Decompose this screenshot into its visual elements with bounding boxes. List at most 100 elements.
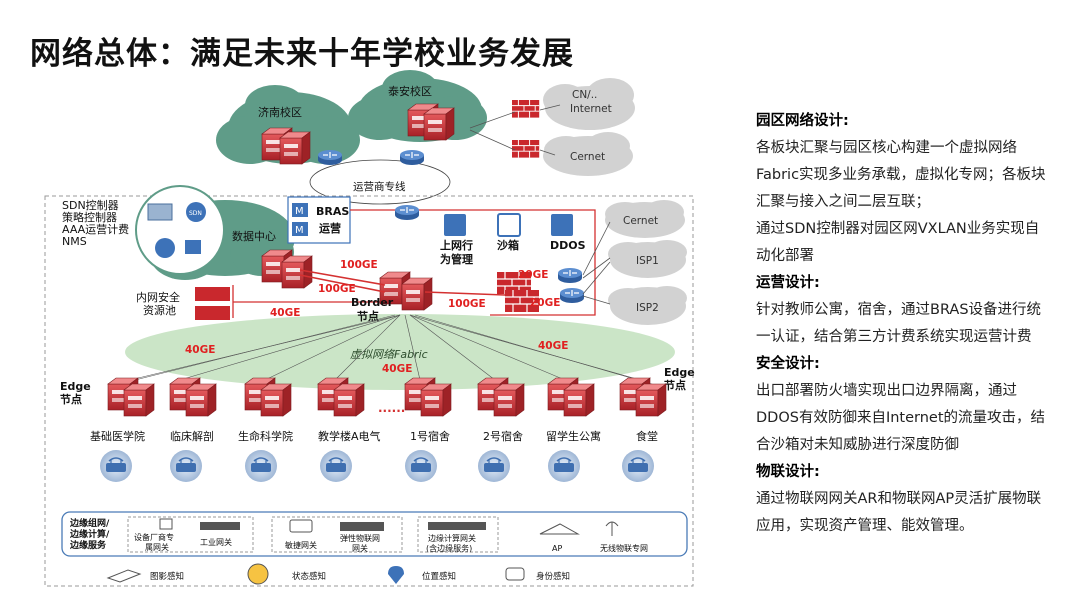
campus-line: 各板块汇聚与园区核心构建一个虚拟网络 — [756, 140, 1017, 156]
carrier-line-ring — [309, 159, 451, 205]
sdn-icon — [186, 202, 206, 222]
flex-gw-label-1: 弹性物联网 — [340, 533, 380, 543]
building-label-6: 2号宿舍 — [483, 429, 523, 443]
security-pool-icon — [195, 287, 230, 301]
cloud-isp2 — [608, 286, 687, 325]
link-label-3: 100GE — [448, 298, 486, 310]
border-label-2: 节点 — [357, 309, 379, 323]
agile-gw-icon — [289, 519, 313, 533]
core-router-icon — [394, 204, 420, 221]
vendor-gw-icon — [159, 518, 173, 530]
building-label-1: 基础医学院 — [90, 429, 145, 443]
location-sensing-icon — [388, 566, 404, 584]
firewall-top-icon — [511, 99, 540, 119]
ops-line: 针对教师公寓，宿舍，通过BRAS设备进行统 — [756, 302, 1042, 318]
isp-router-icon-2 — [559, 287, 585, 304]
svg-text:SDN: SDN — [189, 210, 202, 217]
cernet-top-label: Cernet — [570, 151, 605, 163]
behavior-label-2: 为管理 — [440, 252, 473, 266]
ddos-icon — [551, 214, 573, 236]
dc-mgmt-line-1: SDN控制器 — [62, 198, 119, 212]
campus-line: 通过SDN控制器对园区网VXLAN业务实现自 — [756, 221, 1040, 237]
edge-side-label-1: 边缘组网/ — [69, 517, 110, 529]
edge-right-label-1: Edge — [664, 366, 695, 379]
image-sensing-icon — [106, 569, 142, 583]
edge-gw-label-2: (含边缘服务) — [426, 543, 472, 553]
carrier-line-label: 运营商专线 — [353, 180, 406, 193]
cloud-cernet-top — [543, 132, 633, 176]
edge-ellipsis: ...... — [378, 401, 405, 415]
isp1-label: ISP1 — [636, 255, 659, 267]
link-label-6: 40GE — [270, 307, 300, 319]
ddos-label: DDOS — [550, 239, 586, 252]
sandbox-icon — [497, 213, 521, 237]
behavior-mgmt-icon — [444, 214, 466, 236]
sensing-label-1: 图影感知 — [150, 571, 184, 582]
bras-label: BRAS — [316, 205, 349, 218]
campus-boundary — [44, 195, 694, 587]
building-label-2: 临床解剖 — [170, 429, 214, 443]
behavior-label-1: 上网行 — [440, 238, 473, 252]
data-center-label: 数据中心 — [232, 229, 276, 243]
taian-switch-icon-2 — [423, 107, 455, 141]
server-icon — [147, 203, 173, 221]
flex-gw-icon — [340, 522, 384, 531]
campus-line: 汇聚与接入之间二层互联； — [756, 194, 930, 210]
bras-ops-label: 运营 — [319, 221, 341, 235]
cn-internet-label-1: CN/.. — [572, 89, 597, 101]
vendor-gw-label-2: 属网关 — [145, 542, 169, 552]
design-panel: 园区网络设计: 各板块汇聚与园区核心构建一个虚拟网络 Fabric实现多业务承载… — [756, 108, 1076, 540]
carrier-router-icon-2 — [399, 149, 425, 166]
jinan-switch-icon-2 — [279, 131, 311, 165]
building-label-3: 生命科学院 — [238, 429, 293, 443]
link-label-8: 40GE — [382, 363, 412, 375]
border-label-1: Border — [351, 296, 394, 309]
security-pool-icon-2 — [195, 306, 230, 320]
agile-gw-label: 敏捷网关 — [285, 540, 317, 550]
edge-left-label-2: 节点 — [60, 392, 82, 406]
sensing-label-3: 位置感知 — [422, 571, 456, 582]
dc-mgmt-line-4: NMS — [62, 235, 87, 248]
security-design-heading: 安全设计: — [756, 356, 820, 372]
campus-jinan-label: 济南校区 — [258, 105, 302, 119]
network-diagram: 济南校区 泰安校区 CN/.. Internet Cernet 运营商专线 — [44, 70, 695, 587]
sensing-label-2: 状态感知 — [292, 571, 326, 582]
fabric-label: 虚拟网络Fabric — [350, 348, 428, 361]
svg-text:M: M — [295, 225, 304, 236]
edge-gw-icon — [428, 522, 486, 530]
gw-group-2 — [271, 516, 403, 553]
cloud-isp1 — [608, 240, 687, 278]
industrial-gw-icon — [200, 522, 240, 530]
building-label-7: 留学生公寓 — [546, 429, 601, 443]
ap-device-label: AP — [552, 544, 562, 553]
campus-design-heading: 园区网络设计: — [756, 113, 849, 129]
core-links — [299, 269, 506, 296]
isp-router-icon — [557, 267, 583, 284]
cernet-right-label: Cernet — [623, 215, 658, 227]
dc-mgmt-line-2: 策略控制器 — [62, 210, 117, 224]
building-label-5: 1号宿舍 — [410, 429, 450, 443]
link-label-1: 100GE — [340, 259, 378, 271]
ops-line: 一认证，结合第三方计费系统实现运营计费 — [756, 329, 1032, 345]
carrier-router-icon — [317, 149, 343, 166]
wireless-iot-icon — [605, 521, 619, 536]
ap-icons — [99, 449, 655, 483]
gw-group-1 — [127, 516, 254, 553]
page-title: 网络总体：满足未来十年学校业务发展 — [30, 36, 574, 72]
link-label-5: 20GE — [530, 297, 560, 309]
edge-side-label-2: 边缘计算/ — [69, 528, 110, 540]
campus-taian-label: 泰安校区 — [388, 84, 432, 98]
dc-mgmt-line-3: AAA运营计费 — [62, 222, 129, 236]
security-pool-label-1: 内网安全 — [136, 290, 180, 304]
edge-right-label-2: 节点 — [664, 378, 686, 392]
link-label-9: 40GE — [538, 340, 568, 352]
iot-design-heading: 物联设计: — [756, 464, 820, 480]
aaa-icon — [155, 238, 175, 258]
iot-line: 应用，实现资产管理、能效管理。 — [756, 518, 974, 534]
svg-text:M: M — [295, 206, 304, 217]
ops-design-heading: 运营设计: — [756, 275, 820, 291]
cloud-cernet-right — [605, 200, 685, 238]
fabric-ellipse — [125, 314, 675, 390]
iot-line: 通过物联网网关AR和物联网AP灵活扩展物联 — [756, 491, 1042, 507]
building-label-8: 食堂 — [636, 429, 658, 443]
